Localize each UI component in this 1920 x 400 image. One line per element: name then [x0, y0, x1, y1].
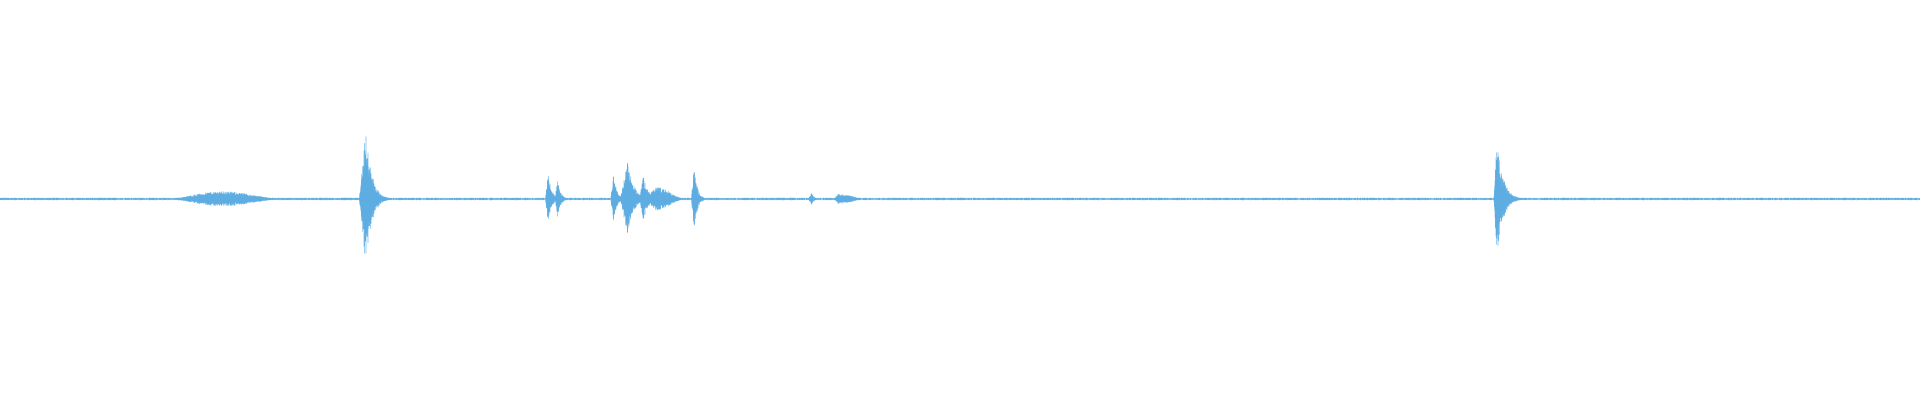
waveform-signal	[0, 136, 1920, 254]
